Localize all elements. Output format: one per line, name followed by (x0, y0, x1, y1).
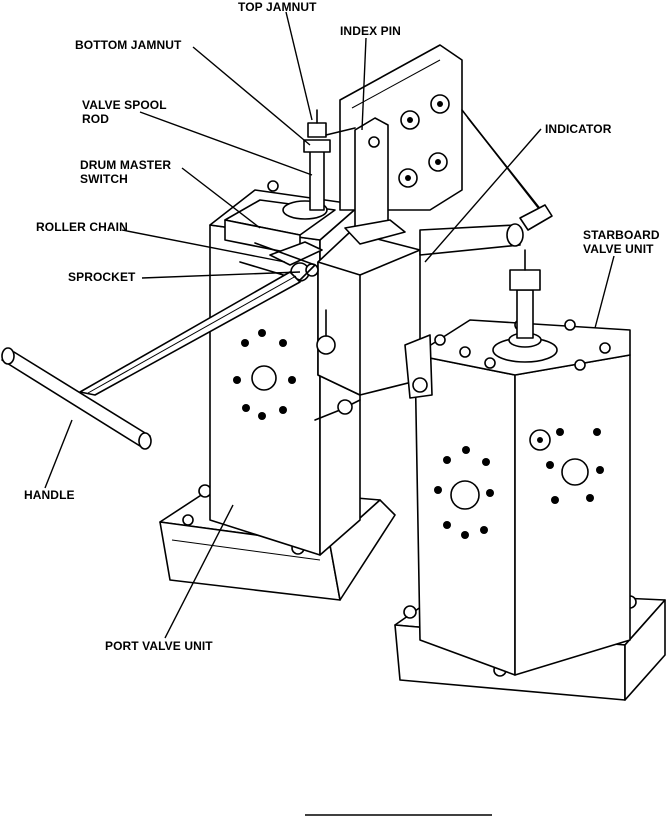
label-sprocket: SPROCKET (68, 270, 136, 284)
label-drum-master-switch: DRUM MASTER SWITCH (80, 158, 172, 186)
label-roller-chain: ROLLER CHAIN (36, 220, 128, 234)
label-top-jamnut: TOP JAMNUT (238, 0, 317, 14)
starboard-valve-unit-drawing (394, 249, 666, 701)
label-bottom-jamnut: BOTTOM JAMNUT (75, 38, 182, 52)
label-handle: HANDLE (24, 488, 75, 502)
leader-lines (44, 11, 615, 639)
port-spool-rod-drawing (282, 109, 356, 220)
chain-sprocket-drawing (239, 241, 323, 282)
label-index-pin: INDEX PIN (340, 24, 401, 38)
label-indicator: INDICATOR (545, 122, 612, 136)
central-housing-drawing (224, 199, 524, 421)
index-frame-drawing (339, 44, 553, 245)
label-port-valve-unit: PORT VALVE UNIT (105, 639, 213, 653)
handle-drawing (1, 271, 301, 450)
label-starboard-valve-unit: STARBOARD VALVE UNIT (583, 228, 660, 256)
label-valve-spool-rod: VALVE SPOOL ROD (82, 98, 167, 126)
